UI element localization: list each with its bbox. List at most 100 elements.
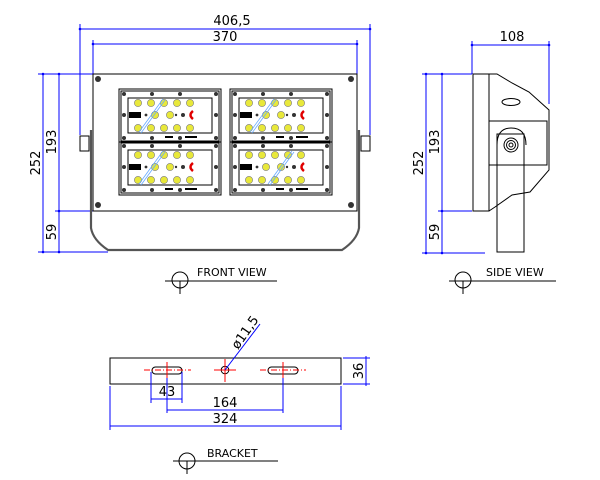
led-dot: [186, 99, 194, 107]
dim-text-193-side: 193: [428, 130, 443, 155]
led-dot: [160, 176, 168, 184]
side-view-label: SIDE VIEW: [486, 266, 544, 279]
dim-body-width: 370: [91, 30, 359, 74]
dim-text-193-front: 193: [45, 130, 60, 155]
led-dot: [271, 151, 279, 159]
connector-block: [129, 112, 141, 118]
led-dot: [245, 151, 253, 159]
dim-vertical-front: 252 193 59: [29, 72, 108, 254]
dim-text-hole-diameter: ø11,5: [229, 313, 262, 352]
bracket-title: BRACKET: [173, 447, 278, 474]
led-dot: [297, 176, 305, 184]
module-screw-icon: [178, 136, 182, 140]
module-screw-icon: [150, 144, 154, 148]
connector-block: [240, 164, 252, 170]
dim-bracket-width: 36: [343, 356, 370, 386]
red-connector-icon: [189, 162, 194, 172]
yoke-bracket: [89, 130, 361, 252]
led-dot: [258, 151, 266, 159]
module-screw-icon: [325, 136, 329, 140]
led-dot: [147, 99, 155, 107]
module-screw-icon: [150, 188, 154, 192]
side-view: 108 252 193 59 SIDE VIEW: [412, 30, 556, 294]
module-screw-icon: [289, 136, 293, 140]
dim-text-59-front: 59: [45, 224, 60, 241]
module-screw-icon: [289, 144, 293, 148]
led-dot: [147, 176, 155, 184]
module-screw-icon: [122, 144, 126, 148]
module-screw-icon: [178, 188, 182, 192]
dim-text-164: 164: [213, 396, 238, 411]
module-screw-icon: [325, 113, 329, 117]
module-screw-icon: [178, 144, 182, 148]
led-module: [120, 90, 220, 142]
led-dot: [277, 111, 285, 119]
led-dot: [258, 99, 266, 107]
front-view-label: FRONT VIEW: [197, 266, 267, 279]
led-dot: [173, 151, 181, 159]
dim-text-108: 108: [500, 30, 525, 45]
led-dot: [147, 124, 155, 132]
led-dot: [297, 99, 305, 107]
module-screw-icon: [150, 92, 154, 96]
led-dot: [173, 176, 181, 184]
led-dot: [245, 99, 253, 107]
centerlines: [144, 359, 306, 382]
module-screw-icon: [122, 136, 126, 140]
module-screw-icon: [214, 136, 218, 140]
pivot-knob-left: [79, 135, 90, 152]
module-screw-icon: [233, 92, 237, 96]
led-dot: [297, 151, 305, 159]
module-screw-icon: [150, 136, 154, 140]
module-screw-icon: [233, 136, 237, 140]
led-dot: [284, 176, 292, 184]
led-dot: [134, 99, 142, 107]
module-screw-icon: [325, 92, 329, 96]
module-screw-icon: [214, 144, 218, 148]
module-screw-icon: [233, 165, 237, 169]
led-dot: [258, 124, 266, 132]
dim-text-324: 324: [213, 412, 238, 427]
led-dot: [262, 163, 270, 171]
module-screw-icon: [325, 144, 329, 148]
module-screw-icon: [325, 188, 329, 192]
fixture-body: [92, 73, 358, 212]
dim-text-406-5: 406,5: [213, 14, 250, 29]
module-screw-icon: [233, 113, 237, 117]
dim-text-59-side: 59: [428, 224, 443, 241]
led-dot: [271, 124, 279, 132]
side-housing: [488, 73, 550, 212]
module-screw-icon: [289, 188, 293, 192]
led-module: [231, 142, 331, 194]
led-module: [120, 142, 220, 194]
led-modules: [119, 90, 332, 194]
led-dot: [284, 99, 292, 107]
pivot-bolt-mid: [506, 140, 516, 150]
connector-block: [129, 164, 141, 170]
led-dot: [134, 151, 142, 159]
bracket-view: ø11,5 36 43 164 324: [109, 313, 370, 474]
side-vent-slot: [501, 98, 521, 106]
bracket-bar: [109, 357, 342, 385]
module-screw-icon: [122, 92, 126, 96]
led-module: [231, 90, 331, 142]
led-dot: [160, 124, 168, 132]
dim-text-252-side: 252: [412, 151, 427, 176]
module-screw-icon: [261, 144, 265, 148]
module-screw-icon: [233, 188, 237, 192]
side-yoke-arm: [496, 133, 525, 253]
module-screw-icon: [122, 113, 126, 117]
led-dot: [245, 176, 253, 184]
pivot-bolt-inner: [508, 142, 514, 148]
module-screw-icon: [214, 92, 218, 96]
module-screw-icon: [289, 92, 293, 96]
led-dot: [186, 124, 194, 132]
module-screw-icon: [261, 92, 265, 96]
side-mount-plate: [488, 120, 548, 166]
led-dot: [186, 151, 194, 159]
front-view-title: FRONT VIEW: [165, 266, 277, 294]
module-screw-icon: [233, 144, 237, 148]
module-screw-icon: [261, 188, 265, 192]
dim-depth: 108: [470, 30, 551, 104]
module-screw-icon: [178, 92, 182, 96]
